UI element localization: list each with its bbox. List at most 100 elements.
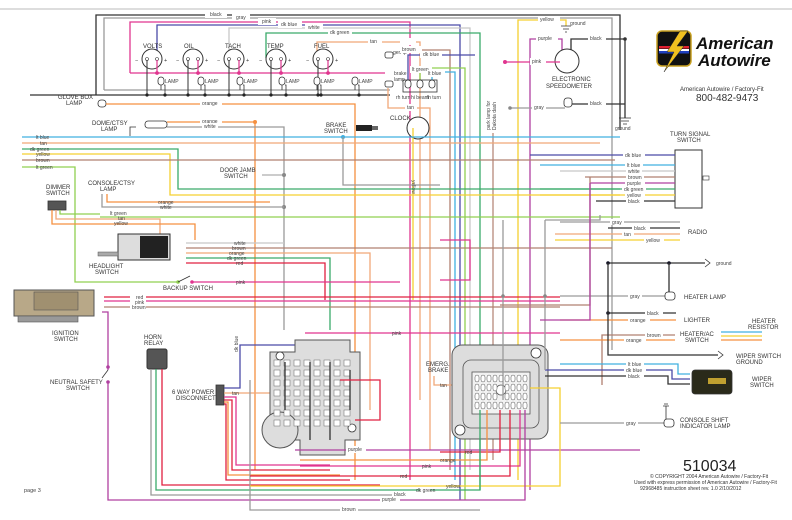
fuse-slot	[343, 359, 351, 367]
fuse-slot	[293, 369, 301, 377]
fuse-slot	[343, 399, 351, 407]
heater-lamp-label: HEATER LAMP	[684, 295, 726, 301]
svg-text:yellow: yellow	[646, 238, 660, 244]
svg-text:LAMP: LAMP	[286, 79, 300, 85]
svg-text:yellow: yellow	[410, 180, 416, 194]
svg-text:lt blue: lt blue	[628, 362, 642, 368]
connector-pin	[510, 392, 516, 401]
connector-pin	[480, 401, 486, 410]
fuse-slot	[333, 379, 341, 387]
fuse-slot	[273, 369, 281, 377]
svg-text:orange: orange	[440, 458, 456, 464]
lamp-socket: LAMP	[313, 71, 335, 97]
middle-bundle	[440, 177, 601, 400]
fuse-slot	[273, 379, 281, 387]
dome-lamp-icon	[144, 120, 168, 129]
fuse-slot	[313, 419, 321, 427]
lightning-bolt-icon	[663, 30, 689, 73]
brand-logo: American Autowire American Autowire / Fa…	[656, 30, 773, 104]
gauge-label: TEMP	[267, 44, 284, 50]
top-wire-labels: black gray pink dk blue white dk green t…	[205, 11, 382, 45]
dimmer-switch-icon	[47, 200, 67, 211]
fuse-slot	[283, 399, 291, 407]
connector-pin	[486, 383, 492, 392]
footer: 510034 © COPYRIGHT 2004 American Autowir…	[24, 458, 777, 494]
svg-text:black: black	[628, 374, 640, 380]
connector-pin	[492, 392, 498, 401]
left-wire-bundle	[22, 135, 620, 283]
fuse-slot	[303, 409, 311, 417]
svg-text:brown: brown	[342, 507, 356, 513]
permission-text: Used with express permission of American…	[634, 480, 777, 486]
connector-pin	[492, 383, 498, 392]
svg-text:lt green: lt green	[110, 211, 127, 217]
fuse-slot	[343, 409, 351, 417]
svg-text:park lamp for: park lamp for	[486, 100, 492, 130]
gauge-dial	[223, 48, 245, 70]
radio-section: gray black tan yellow RADIO ground	[555, 219, 732, 295]
svg-text:purple: purple	[348, 447, 362, 453]
svg-text:SWITCH: SWITCH	[54, 337, 78, 343]
fuse-slot	[323, 369, 331, 377]
svg-text:brown: brown	[36, 158, 50, 164]
fuse-slot	[323, 379, 331, 387]
svg-text:white: white	[160, 205, 172, 211]
heater-ac-label: HEATER/AC	[680, 332, 715, 338]
connector-pin	[474, 374, 480, 383]
svg-text:dk green: dk green	[30, 147, 50, 153]
connector-pin	[492, 374, 498, 383]
svg-text:lt blue: lt blue	[36, 135, 50, 141]
svg-text:orange: orange	[229, 251, 245, 257]
lamp-socket: LAMP	[278, 71, 300, 97]
svg-text:dk blue: dk blue	[423, 52, 439, 58]
brand-name-line2: Autowire	[697, 51, 771, 70]
svg-text:gray: gray	[612, 220, 622, 226]
gauge-label: FUEL	[314, 44, 330, 50]
svg-text:red: red	[236, 261, 243, 267]
turn-signal-switch: TURN SIGNAL SWITCH dk blue lt blue white…	[530, 132, 711, 209]
svg-text:white: white	[234, 241, 246, 247]
svg-text:yellow: yellow	[114, 221, 128, 227]
fuse-slot	[293, 359, 301, 367]
turn-signal-label: TURN SIGNAL	[670, 132, 711, 138]
svg-text:dk green: dk green	[227, 256, 247, 262]
fuse-slot	[283, 359, 291, 367]
svg-text:tan: tan	[232, 391, 239, 397]
svg-text:brown: brown	[132, 305, 146, 311]
radio-label: RADIO	[688, 230, 707, 236]
fuse-slot	[283, 369, 291, 377]
connector-pin	[510, 374, 516, 383]
lamp-icon	[236, 76, 244, 86]
neutral-safety-label: NEUTRAL SAFETY	[50, 380, 103, 386]
svg-text:red: red	[136, 295, 143, 301]
fuse-slot	[303, 379, 311, 387]
fuse-slot	[313, 359, 321, 367]
part-number: 510034	[683, 458, 736, 475]
svg-text:hi beam: hi beam	[411, 95, 429, 101]
bulkhead-connector: EMERG. BRAKE tan red orange pink red yel…	[250, 344, 561, 501]
fuse-slot	[273, 419, 281, 427]
gauge-temp: TEMP−+	[259, 44, 291, 97]
gen-lamp-icon	[384, 51, 394, 59]
connector-pin	[516, 383, 522, 392]
fuse-slot	[283, 419, 291, 427]
svg-text:orange: orange	[626, 338, 642, 344]
svg-text:−: −	[176, 58, 179, 64]
connector-pin	[480, 383, 486, 392]
fuse-slot	[323, 409, 331, 417]
emerg-brake-label: EMERG.	[426, 362, 450, 368]
speedometer-lamp-icon	[563, 97, 573, 108]
fuse-slot	[333, 419, 341, 427]
svg-text:lt blue: lt blue	[428, 71, 442, 77]
connector-pin	[486, 374, 492, 383]
fuse-slot	[323, 359, 331, 367]
lamp-icon	[197, 76, 205, 86]
fuse-slot	[273, 399, 281, 407]
svg-text:orange: orange	[202, 119, 218, 125]
svg-text:white: white	[308, 25, 320, 31]
fuse-slot	[333, 389, 341, 397]
connector-pin	[516, 374, 522, 383]
svg-text:lamp: lamp	[394, 77, 405, 83]
svg-text:LAMP: LAMP	[100, 187, 116, 193]
svg-text:black: black	[634, 226, 646, 232]
